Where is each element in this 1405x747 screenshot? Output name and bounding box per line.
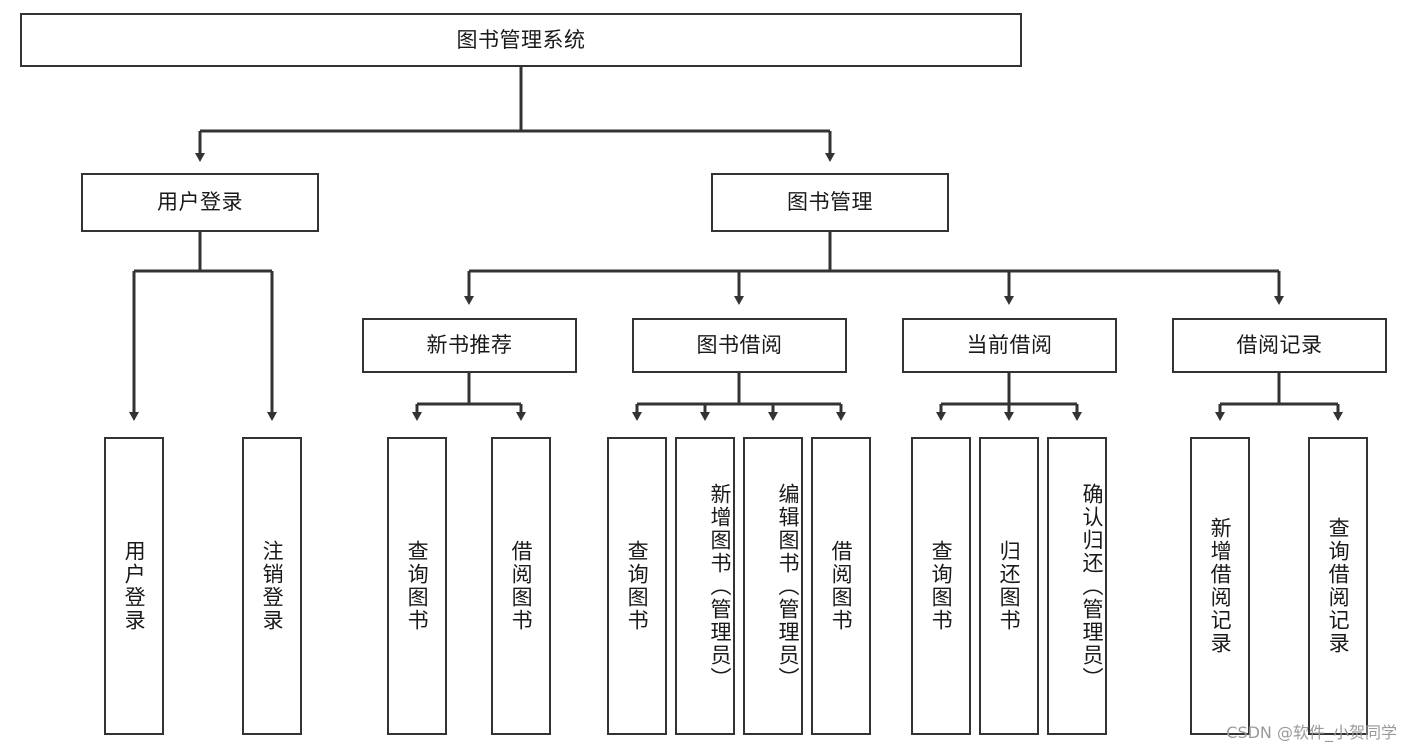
node-label: 用户登录 bbox=[122, 540, 147, 632]
node-label: 新书推荐 bbox=[426, 333, 513, 358]
node-label: 查询图书 bbox=[625, 540, 650, 632]
leaf-user-login[interactable]: 用户登录 bbox=[104, 437, 164, 735]
node-label: 归还图书 bbox=[997, 540, 1022, 632]
leaf-edit-book[interactable]: 编辑图书（管理员） bbox=[743, 437, 803, 735]
leaf-borrow-book-2[interactable]: 借阅图书 bbox=[811, 437, 871, 735]
leaf-query-record[interactable]: 查询借阅记录 bbox=[1308, 437, 1368, 735]
node-user-login[interactable]: 用户登录 bbox=[81, 173, 319, 232]
leaf-query-book-2[interactable]: 查询图书 bbox=[607, 437, 667, 735]
node-label: 新增借阅记录 bbox=[1208, 517, 1233, 655]
node-label: 编辑图书（管理员） bbox=[776, 482, 800, 690]
node-label: 当前借阅 bbox=[966, 333, 1053, 358]
node-label: 新增图书（管理员） bbox=[708, 482, 732, 690]
node-borrow-record[interactable]: 借阅记录 bbox=[1172, 318, 1387, 373]
node-label: 查询图书 bbox=[405, 540, 430, 632]
node-book-management[interactable]: 图书管理 bbox=[711, 173, 949, 232]
node-label: 借阅记录 bbox=[1236, 333, 1323, 358]
node-label: 用户登录 bbox=[157, 190, 243, 215]
leaf-query-book-3[interactable]: 查询图书 bbox=[911, 437, 971, 735]
node-label: 图书管理 bbox=[787, 190, 873, 215]
node-label: 查询图书 bbox=[929, 540, 954, 632]
node-label: 借阅图书 bbox=[829, 540, 854, 632]
leaf-return-book[interactable]: 归还图书 bbox=[979, 437, 1039, 735]
node-label: 查询借阅记录 bbox=[1326, 517, 1351, 655]
node-label: 图书管理系统 bbox=[456, 27, 586, 52]
leaf-query-book-1[interactable]: 查询图书 bbox=[387, 437, 447, 735]
node-root-book-management-system[interactable]: 图书管理系统 bbox=[20, 13, 1022, 67]
leaf-confirm-return[interactable]: 确认归还（管理员） bbox=[1047, 437, 1107, 735]
node-label: 借阅图书 bbox=[509, 540, 534, 632]
node-label: 注销登录 bbox=[260, 540, 285, 632]
leaf-add-book[interactable]: 新增图书（管理员） bbox=[675, 437, 735, 735]
node-label: 图书借阅 bbox=[696, 333, 783, 358]
node-new-book-recommend[interactable]: 新书推荐 bbox=[362, 318, 577, 373]
leaf-add-record[interactable]: 新增借阅记录 bbox=[1190, 437, 1250, 735]
node-current-borrow[interactable]: 当前借阅 bbox=[902, 318, 1117, 373]
csdn-watermark: CSDN @软件_小贺同学 bbox=[1226, 723, 1397, 742]
leaf-user-logout[interactable]: 注销登录 bbox=[242, 437, 302, 735]
node-label: 确认归还（管理员） bbox=[1080, 482, 1104, 690]
leaf-borrow-book-1[interactable]: 借阅图书 bbox=[491, 437, 551, 735]
node-book-borrow[interactable]: 图书借阅 bbox=[632, 318, 847, 373]
